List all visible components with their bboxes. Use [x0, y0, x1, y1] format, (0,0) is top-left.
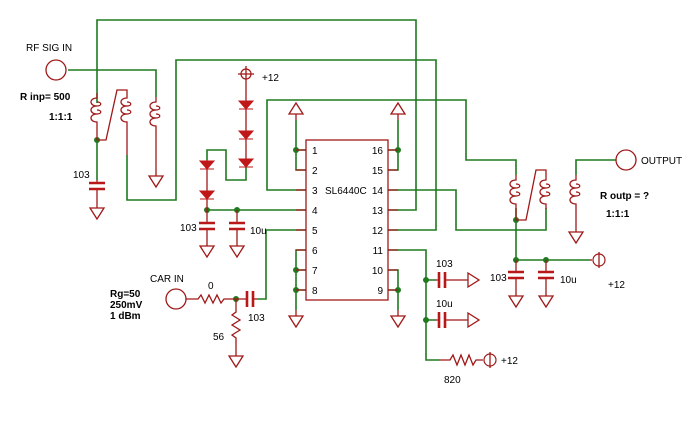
carrier-rg-label: Rg=50	[110, 289, 141, 300]
ic-pin-14: 14	[372, 186, 384, 197]
ic-pin-4: 4	[312, 206, 318, 217]
carrier-input	[165, 288, 258, 350]
carrier-series-r-label: 0	[208, 281, 214, 292]
output-cap1-label: 103	[490, 273, 507, 284]
carrier-dbm-label: 1 dBm	[110, 311, 141, 322]
ic-name: SL6440C	[325, 186, 367, 197]
output-decoupling	[508, 252, 606, 290]
pin11-resistor-label: 820	[444, 375, 461, 386]
bias-supply-label: +12	[262, 73, 279, 84]
ic-pin-8: 8	[312, 286, 318, 297]
input-transformer	[90, 89, 161, 170]
ic-pin-11: 11	[373, 246, 384, 257]
ic-pin-6: 6	[312, 246, 318, 257]
ic-pin-1: 1	[312, 146, 318, 157]
input-capacitor	[89, 140, 105, 202]
output-transformer	[509, 169, 581, 226]
rf-input-port	[45, 59, 67, 81]
ic-pin-3: 3	[312, 186, 318, 197]
bias-cap2-label: 10u	[250, 226, 267, 237]
ic-pin-15: 15	[372, 166, 384, 177]
pin11-supply-label: +12	[501, 356, 518, 367]
ic-pin-5: 5	[312, 226, 318, 237]
carrier-cap-label: 103	[248, 313, 265, 324]
carrier-input-label: CAR IN	[150, 274, 184, 285]
carrier-shunt-r-label: 56	[213, 332, 225, 343]
bias-diodes	[199, 66, 254, 240]
ic-pin-9: 9	[377, 286, 383, 297]
pin11-cap2-label: 10u	[436, 299, 453, 310]
output-ratio-label: 1:1:1	[606, 209, 630, 220]
ic-pin-16: 16	[372, 146, 384, 157]
output-cap2-label: 10u	[560, 275, 577, 286]
pin11-cap1-label: 103	[436, 259, 453, 270]
output-supply-label: +12	[608, 280, 625, 291]
ic-pin-12: 12	[372, 226, 384, 237]
ic-pin-10: 10	[372, 266, 384, 277]
input-ratio-label: 1:1:1	[49, 112, 73, 123]
input-cap-label: 103	[73, 170, 90, 181]
ic-pin-2: 2	[312, 166, 318, 177]
pin11-network	[436, 272, 497, 368]
rf-input-label: RF SIG IN	[26, 43, 72, 54]
input-impedance-label: R inp= 500	[20, 92, 71, 103]
ic-pin-13: 13	[372, 206, 384, 217]
ic-pin-7: 7	[312, 266, 318, 277]
output-port	[615, 149, 637, 171]
output-impedance-label: R outp = ?	[600, 191, 649, 202]
carrier-level-label: 250mV	[110, 300, 143, 311]
output-label: OUTPUT	[641, 156, 682, 167]
bias-cap1-label: 103	[180, 223, 197, 234]
